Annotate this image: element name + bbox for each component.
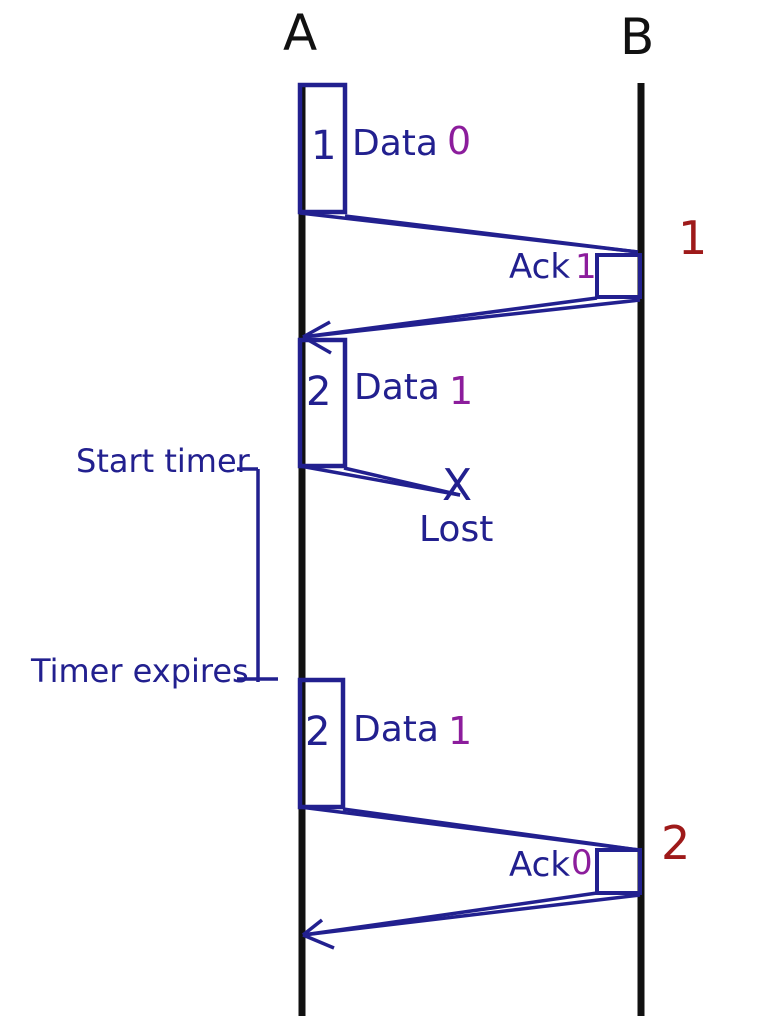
lost-label: Lost — [419, 509, 494, 550]
packet-box-data1-retransmit — [297, 677, 346, 810]
lost-x-mark: X — [442, 460, 473, 511]
data1-seqnum: 1 — [449, 369, 474, 413]
data0-label: Data — [352, 123, 438, 164]
packet-box-data1-seq: 2 — [306, 369, 332, 415]
arrowhead-ack1 — [302, 320, 331, 339]
msg-band-data1-retransmit — [299, 805, 640, 852]
recv-count-1: 1 — [678, 211, 708, 265]
recv-count-2: 2 — [661, 816, 691, 870]
ack-box-1 — [595, 253, 642, 299]
arrowhead-ack0 — [301, 918, 324, 937]
ack0-seqnum: 0 — [571, 843, 593, 883]
data1-retx-seqnum: 1 — [448, 709, 473, 753]
ack1-label: Ack — [509, 247, 571, 287]
data1-retx-label: Data — [353, 709, 439, 750]
packet-box-data1 — [297, 337, 348, 469]
endpoint-a-label: A — [283, 4, 318, 62]
endpoint-b-label: B — [620, 8, 655, 66]
timer-expires-label: Timer expires — [31, 652, 249, 690]
packet-box-data0-seq: 1 — [311, 123, 337, 169]
packet-box-data0 — [297, 82, 348, 215]
ack0-label: Ack — [509, 845, 571, 885]
packet-box-data1-retx-seq: 2 — [305, 709, 331, 755]
timer-bracket — [237, 467, 278, 682]
msg-band-lost — [299, 464, 461, 497]
ack1-seqnum: 1 — [575, 247, 597, 287]
msg-band-ack1 — [302, 296, 641, 355]
msg-band-data0 — [299, 211, 639, 254]
data1-label: Data — [354, 367, 440, 408]
ack-box-0 — [595, 848, 642, 895]
start-timer-label: Start timer — [76, 442, 250, 480]
data0-seqnum: 0 — [447, 119, 472, 163]
msg-band-ack0 — [301, 891, 641, 950]
